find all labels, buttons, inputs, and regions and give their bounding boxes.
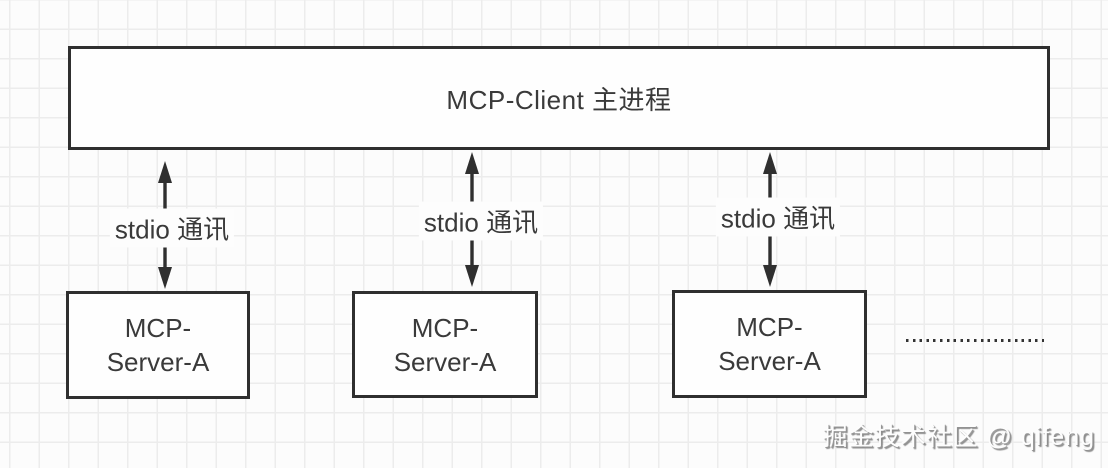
server-label-line: Server-A [106,347,210,377]
server-label-line: MCP- [736,312,803,342]
mcp-server-box-2: MCP- Server-A [352,291,538,398]
stdio-connection-label-1: stdio 通讯 [109,208,235,248]
stdio-connection-label-3: stdio 通讯 [715,197,841,237]
mcp-server-label: MCP- Server-A [107,311,210,379]
server-label-line: MCP- [411,312,479,343]
mcp-client-label: MCP-Client 主进程 [446,84,672,115]
mcp-server-label: MCP- Server-A [718,310,821,378]
continuation-dots-icon [906,339,1044,342]
watermark-text: 掘金技术社区 @ qifeng [822,423,1095,451]
server-label-line: MCP- [124,313,192,343]
server-label-line: Server-A [393,346,497,377]
server-label-line: Server-A [718,346,821,376]
mcp-client-box: MCP-Client 主进程 [68,46,1050,150]
mcp-server-box-3: MCP- Server-A [672,290,867,398]
mcp-server-label: MCP- Server-A [394,311,497,379]
mcp-server-box-1: MCP- Server-A [66,291,250,399]
stdio-connection-label-2: stdio 通讯 [418,201,544,241]
